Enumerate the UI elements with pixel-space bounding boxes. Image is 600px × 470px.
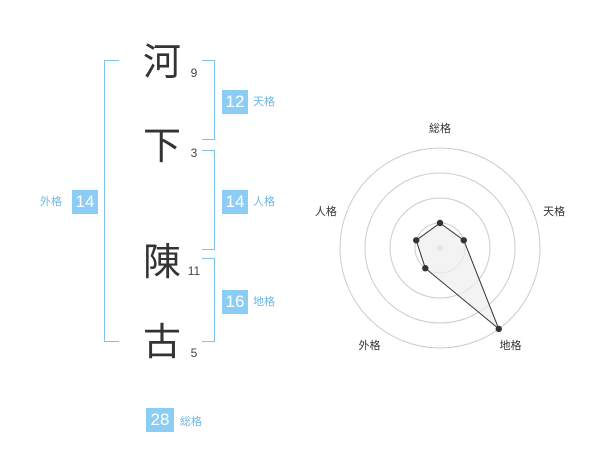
radar-point-3 [495,325,502,333]
radar-ring-2 [389,197,491,299]
radar-axis-label-2: 天格 [543,204,565,218]
name-char-4: 古 [142,320,181,364]
tenkaku-label: 天格 [253,95,275,108]
soukaku-value: 28 [146,408,174,432]
chikaku-bracket [202,258,215,342]
stroke-count-3: 11 [187,264,201,278]
name-char-3: 陳 [142,240,181,284]
name-char-1: 河 [142,40,181,84]
jinkaku-value: 14 [222,190,248,214]
gaikaku-value: 14 [72,190,98,214]
tenkaku-bracket [202,60,215,140]
stroke-count-4: 5 [190,346,198,360]
stroke-count-2: 3 [190,146,198,160]
radar-point-5 [413,237,420,244]
radar-shape [415,222,500,330]
soukaku-label: 総格 [180,415,202,428]
jinkaku-label: 人格 [253,195,275,208]
radar-ring-4 [339,147,541,349]
stroke-count-1: 9 [190,66,198,80]
radar-axis-label-5: 人格 [315,204,337,218]
name-char-2: 下 [142,124,181,168]
gaikaku-bracket [104,60,119,342]
radar-axis-label-4: 外格 [358,338,380,352]
radar-point-4 [422,265,429,272]
radar-axis-label-1: 総格 [429,121,451,135]
radar-point-2 [460,237,467,244]
chikaku-label: 地格 [253,295,275,308]
jinkaku-bracket [202,150,215,250]
radar-axis-label-3: 地格 [500,338,522,352]
tenkaku-value: 12 [222,90,248,114]
gaikaku-label: 外格 [40,195,62,208]
radar-ring-3 [364,172,516,324]
radar-point-1 [436,219,444,227]
chikaku-value: 16 [222,290,248,314]
